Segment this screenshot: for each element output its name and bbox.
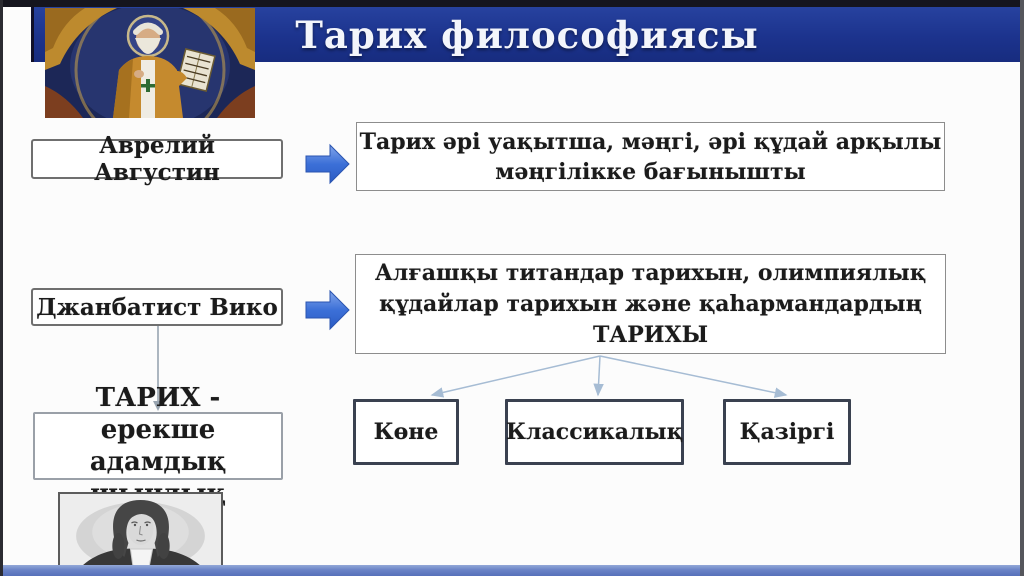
vico-name-label: Джанбатист Вико: [36, 293, 278, 321]
history-conclusion-box: ТАРИХ - ерекше адамдық шындық: [33, 383, 283, 509]
video-frame-top-edge: [0, 0, 1024, 7]
period-label: Көне: [373, 419, 439, 445]
statement-line: ТАРИХЫ: [592, 321, 709, 348]
bottom-blue-band: [0, 565, 1024, 576]
period-label: Қазіргі: [739, 419, 835, 445]
vico-name-box: Джанбатист Вико: [31, 288, 283, 326]
fan-arrows: [350, 354, 810, 400]
augustine-name-label: Аврелий Августин: [94, 132, 220, 186]
down-arrow-connector: [148, 325, 170, 413]
period-box-kone: Көне: [353, 399, 459, 465]
vico-statement-box: Алғашқы титандар тарихын, олимпиялық құд…: [355, 254, 946, 354]
right-arrow-icon: [305, 142, 351, 186]
statement-line: Алғашқы титандар тарихын, олимпиялық: [374, 259, 927, 286]
statement-line: Тарих әрі уақытша, мәңгі, әрі құдай арқы…: [359, 128, 942, 155]
video-frame-right-edge: [1020, 0, 1024, 576]
slide-title: Тарих философиясы: [295, 12, 759, 57]
augustine-fresco-painting: [45, 8, 255, 118]
conclusion-line: ТАРИХ - ерекше: [95, 383, 221, 445]
period-label: Классикалық: [506, 419, 683, 445]
right-arrow-icon: [305, 288, 351, 332]
period-box-klassikalyk: Классикалық: [505, 399, 684, 465]
statement-line: құдайлар тарихын және қаһармандардың: [379, 290, 922, 317]
video-frame-left-edge: [0, 0, 3, 576]
period-box-kazirgi: Қазіргі: [723, 399, 851, 465]
augustine-statement-box: Тарих әрі уақытша, мәңгі, әрі құдай арқы…: [356, 122, 945, 191]
vico-engraving-portrait: [58, 492, 223, 572]
statement-line: мәңгілікке бағынышты: [495, 158, 806, 185]
augustine-name-box: Аврелий Августин: [31, 132, 283, 186]
